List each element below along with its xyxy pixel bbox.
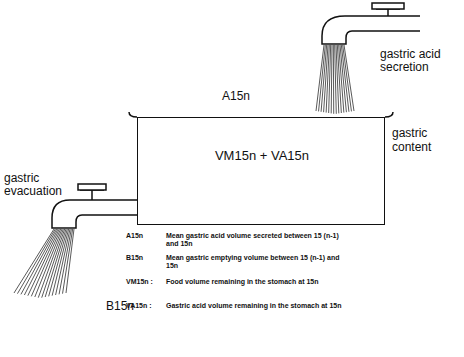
water-stream: [24, 229, 58, 295]
legend-symbol: B15n: [126, 254, 164, 262]
faucet-handle: [80, 190, 104, 200]
legend-definition: Mean gastric acid volume secreted betwee…: [166, 232, 346, 247]
stream-label: gastric acid secretion: [380, 48, 458, 74]
faucet-pipe: [52, 200, 137, 228]
legend-definition: Food volume remaining in the stomach at …: [166, 278, 346, 286]
water-stream: [335, 45, 337, 114]
water-stream: [316, 45, 324, 111]
gastric-tank: VM15n + VA15ngastric content: [137, 117, 385, 225]
water-stream: [329, 45, 331, 113]
water-stream: [331, 45, 333, 113]
water-stream: [63, 229, 73, 294]
water-stream: [59, 229, 71, 294]
water-stream: [324, 45, 328, 112]
tank-heading: gastric content: [392, 126, 454, 154]
faucet-handle: [78, 184, 106, 190]
water-stream: [66, 229, 74, 293]
faucet-handle: [372, 3, 404, 9]
water-stream: [343, 45, 352, 111]
legend-symbol: VA15n :: [126, 302, 164, 310]
tank-content: VM15n + VA15n: [215, 148, 309, 163]
symbol-label: A15n: [222, 90, 272, 103]
legend-symbol: VM15n :: [126, 278, 164, 286]
faucet-handle: [376, 9, 400, 16]
legend-symbol: A15n: [126, 232, 164, 240]
legend-definition: Gastric acid volume remaining in the sto…: [166, 302, 346, 310]
faucet-pipe: [322, 16, 420, 44]
water-stream: [344, 45, 354, 111]
water-stream: [31, 229, 60, 296]
water-stream: [49, 229, 68, 296]
water-stream: [14, 45, 354, 298]
water-stream: [341, 45, 349, 112]
water-stream: [336, 45, 339, 113]
water-stream: [333, 45, 334, 114]
stream-label: gastric evacuation: [4, 172, 70, 198]
legend-definition: Mean gastric emptying volume between 15 …: [166, 254, 346, 269]
water-stream: [42, 229, 65, 298]
